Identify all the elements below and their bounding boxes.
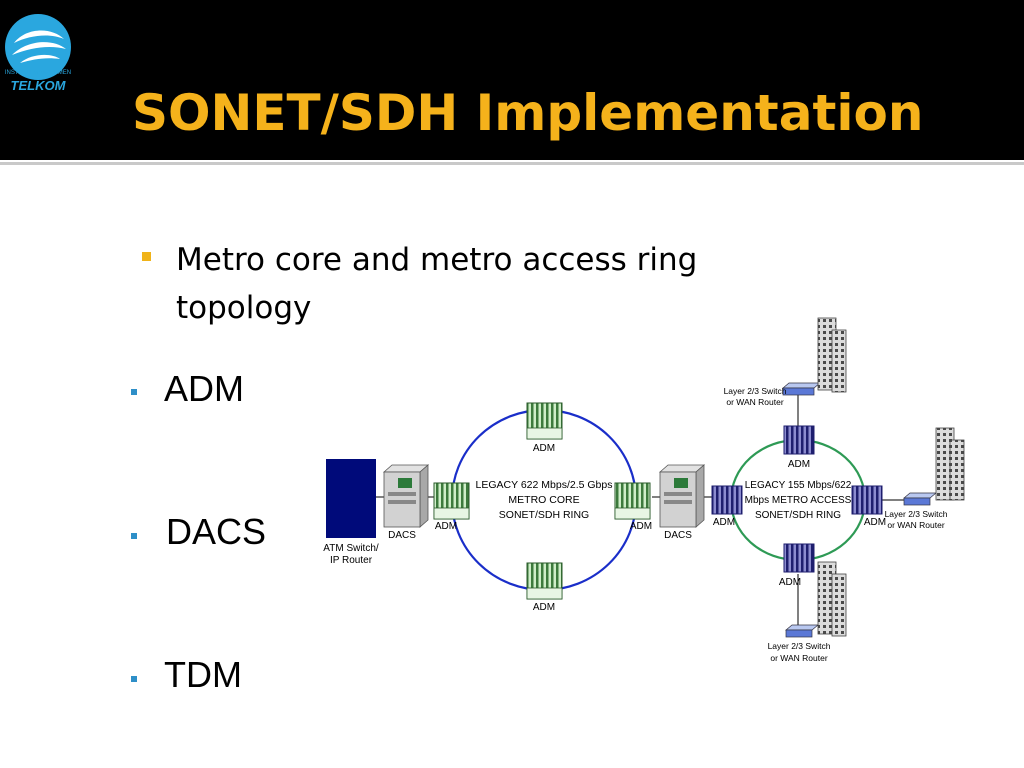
access-ring-label-line1: LEGACY 155 Mbps/622 [745, 480, 852, 491]
switch-label-right-line1: Layer 2/3 Switch [885, 509, 948, 519]
sub-bullet-marker [131, 676, 137, 682]
switch-label-right-line2: or WAN Router [887, 520, 944, 530]
atm-switch-icon [326, 459, 376, 538]
adm-icon [614, 482, 651, 520]
switch-label-top-line2: or WAN Router [726, 397, 783, 407]
logo-name: TELKOM [10, 78, 66, 93]
atm-label-line2: IP Router [330, 555, 373, 566]
logo-caption: INSTITUT MANAJEMEN [4, 70, 72, 76]
header-divider [0, 162, 1024, 165]
sub-bullet-tdm: TDM [164, 654, 242, 695]
adm-label-left: ADM [435, 521, 457, 532]
atm-label-line1: ATM Switch/ [323, 543, 379, 554]
access-adm-label-bottom: ADM [779, 577, 801, 588]
adm-icon [783, 543, 815, 573]
main-bullet-text: Metro core and metro access ring topolog… [176, 242, 698, 326]
adm-label-bottom: ADM [533, 602, 555, 613]
switch-icon [785, 624, 819, 638]
sub-bullet-adm: ADM [164, 368, 244, 409]
dacs-icon [382, 464, 430, 528]
core-ring-label-line3: SONET/SDH RING [499, 509, 589, 521]
access-ring-label-line2: Mbps METRO ACCESS [745, 495, 852, 506]
switch-label-bottom-line1: Layer 2/3 Switch [768, 641, 831, 651]
sub-bullet-marker [131, 389, 137, 395]
access-adm-label-left: ADM [713, 517, 735, 528]
core-ring-label-line1: LEGACY 622 Mbps/2.5 Gbps [476, 479, 613, 491]
telkom-logo-icon [5, 14, 71, 80]
slide-title: SONET/SDH Implementation [132, 84, 924, 142]
building-icon [935, 427, 965, 501]
adm-icon [851, 485, 883, 515]
access-adm-label-top: ADM [788, 459, 810, 470]
main-bullet-marker [142, 252, 151, 261]
switch-label-top-line1: Layer 2/3 Switch [724, 386, 787, 396]
adm-label-top: ADM [533, 443, 555, 454]
adm-icon [526, 562, 563, 600]
access-adm-label-right: ADM [864, 517, 886, 528]
adm-label-right: ADM [630, 521, 652, 532]
building-icon [817, 561, 847, 637]
adm-icon [526, 402, 563, 440]
switch-icon [903, 492, 937, 506]
dacs-left-label: DACS [388, 530, 416, 541]
adm-icon [433, 482, 470, 520]
core-ring-label-line2: METRO CORE [508, 494, 579, 506]
sub-bullet-dacs: DACS [166, 511, 267, 552]
dacs-icon [658, 464, 706, 528]
adm-icon [783, 425, 815, 455]
sub-bullet-marker [131, 533, 137, 539]
switch-icon [782, 382, 821, 396]
building-icon [817, 317, 847, 393]
access-ring-label-line3: SONET/SDH RING [755, 510, 841, 521]
adm-icon [711, 485, 743, 515]
switch-label-bottom-line2: or WAN Router [770, 653, 827, 663]
title-bar [0, 0, 1024, 160]
dacs-right-label: DACS [664, 530, 692, 541]
